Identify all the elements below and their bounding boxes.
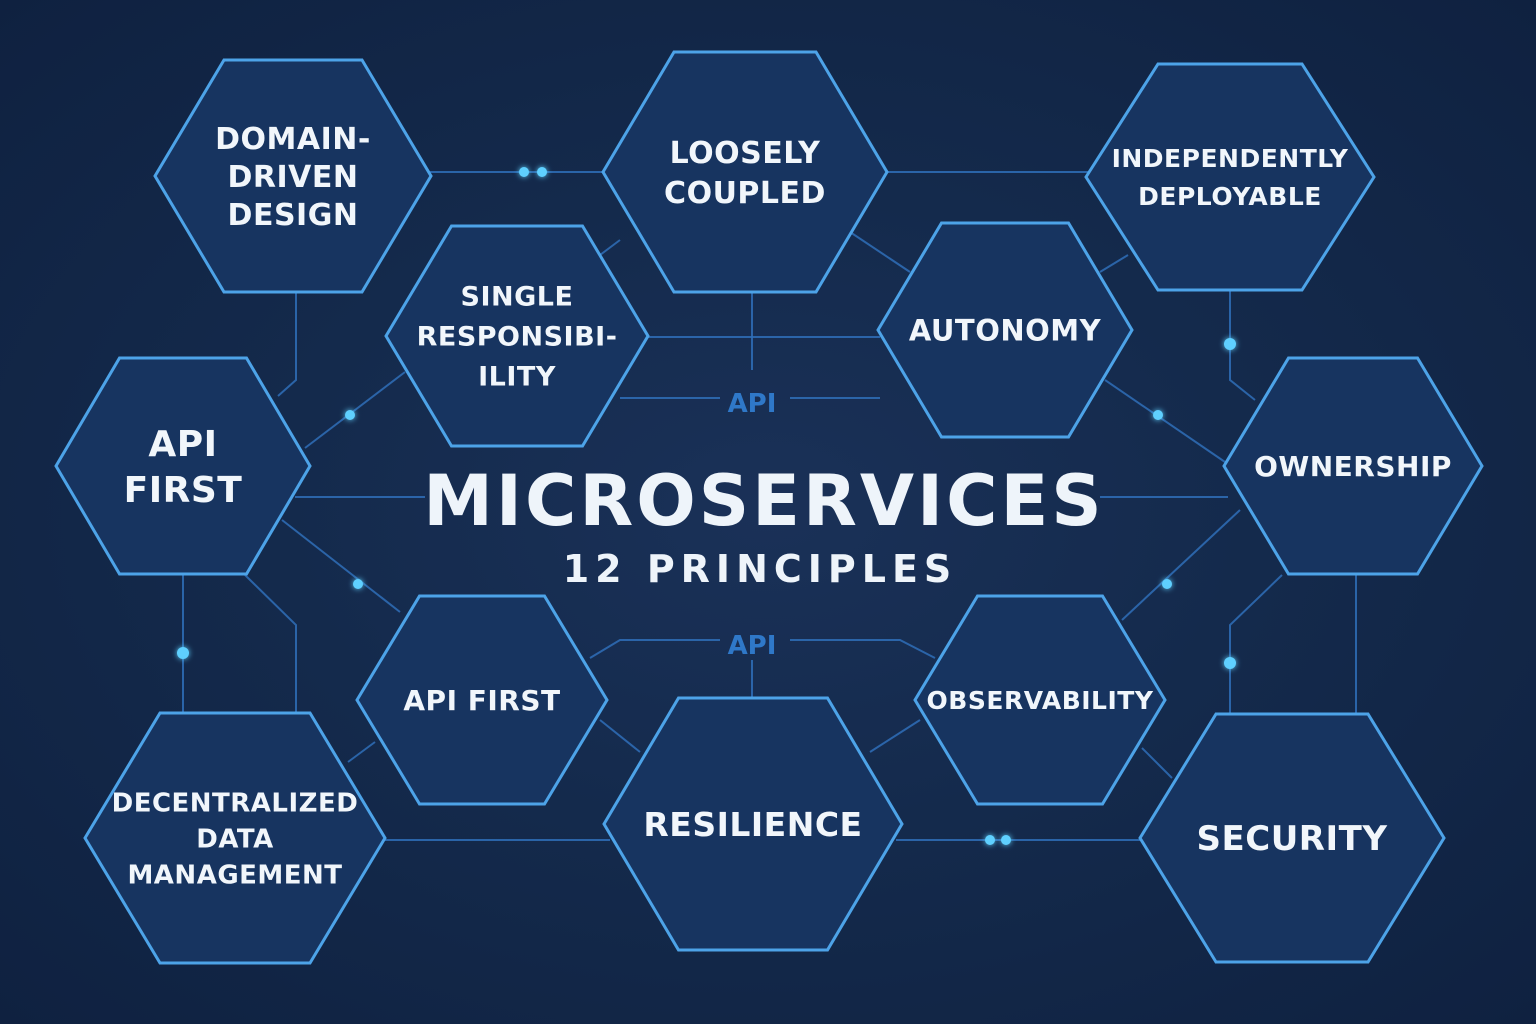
connector-line (347, 741, 376, 763)
principle-security: SECURITY (1138, 712, 1446, 964)
principle-label: RESILIENCE (643, 805, 862, 844)
principle-label: LOOSELY (670, 136, 822, 171)
hexagon-shape (384, 224, 650, 448)
api-tag: API (728, 389, 777, 419)
page-title: MICROSERVICES (423, 460, 1104, 542)
hexagon-shape (1222, 356, 1484, 576)
connector-line (277, 292, 297, 397)
connector-line (1229, 574, 1283, 713)
connector-line (304, 371, 406, 449)
hexagon-shape (1138, 712, 1446, 964)
api-tag: API (728, 631, 777, 661)
node-dot (1162, 579, 1172, 589)
connector-line (589, 639, 720, 659)
node-dot (519, 167, 529, 177)
hexagon-shape (913, 594, 1167, 806)
principle-label: DRIVEN (228, 160, 359, 195)
principle-label: AUTONOMY (909, 313, 1102, 347)
connector-line (599, 239, 621, 256)
node-dot (537, 167, 547, 177)
principle-independently-deployable: INDEPENDENTLY DEPLOYABLE (1084, 62, 1376, 292)
principle-label: DECENTRALIZED (112, 788, 359, 818)
node-dot (345, 410, 355, 420)
connector-line (790, 639, 936, 659)
principle-label: COUPLED (664, 176, 826, 211)
principle-label: DESIGN (228, 198, 359, 233)
principle-label: DEPLOYABLE (1138, 182, 1322, 211)
node-dot (177, 647, 189, 659)
principle-ownership: OWNERSHIP (1222, 356, 1484, 576)
connector-nodes (177, 167, 1236, 845)
principle-label: SINGLE (461, 282, 574, 313)
hexagon-shape (602, 696, 904, 952)
principle-label: DATA (196, 824, 274, 854)
node-dot (1224, 657, 1236, 669)
page-subtitle: 12 PRINCIPLES (563, 547, 958, 591)
connector-line (1104, 379, 1226, 463)
connector-line (599, 719, 641, 753)
connector-line (244, 574, 297, 713)
principle-autonomy: AUTONOMY (876, 221, 1134, 439)
principle-label: OWNERSHIP (1254, 450, 1452, 483)
hexagon-shape (876, 221, 1134, 439)
node-dot (1001, 835, 1011, 845)
principle-observability: OBSERVABILITY (913, 594, 1167, 806)
principle-label: RESPONSIBI- (417, 322, 618, 353)
principle-single-responsibility: SINGLE RESPONSIBI- ILITY (384, 224, 650, 448)
principle-label: DOMAIN- (215, 122, 371, 157)
principle-label: MANAGEMENT (127, 860, 342, 890)
principle-api-first-center: API FIRST (355, 594, 609, 806)
principle-label: OBSERVABILITY (927, 686, 1154, 715)
connector-line (1141, 747, 1173, 779)
principle-decentralized-data-management: DECENTRALIZED DATA MANAGEMENT (83, 711, 387, 965)
connector-line (1099, 254, 1129, 273)
hexagon-shape (355, 594, 609, 806)
connector-line (1121, 509, 1241, 621)
connector-line (849, 231, 911, 273)
hexagon-shape (601, 50, 889, 294)
principle-loosely-coupled: LOOSELY COUPLED (601, 50, 889, 294)
connector-line (869, 719, 921, 753)
hexagon-shape (83, 711, 387, 965)
principle-label: API FIRST (403, 684, 560, 717)
hexagon-shape (54, 356, 312, 576)
principle-label: FIRST (124, 470, 243, 511)
hexagon-shape (1084, 62, 1376, 292)
principle-label: API (148, 424, 217, 465)
hexagon-shape (153, 58, 433, 294)
connector-line (1229, 290, 1256, 401)
principle-resilience: RESILIENCE (602, 696, 904, 952)
principle-api-first-left: API FIRST (54, 356, 312, 576)
connector-line (281, 519, 401, 613)
node-dot (1224, 338, 1236, 350)
principle-label: ILITY (478, 362, 556, 393)
connector-lines (182, 171, 1357, 841)
node-dot (985, 835, 995, 845)
node-dot (353, 579, 363, 589)
principle-label: SECURITY (1197, 819, 1388, 859)
principle-label: INDEPENDENTLY (1112, 144, 1349, 173)
node-dot (1153, 410, 1163, 420)
